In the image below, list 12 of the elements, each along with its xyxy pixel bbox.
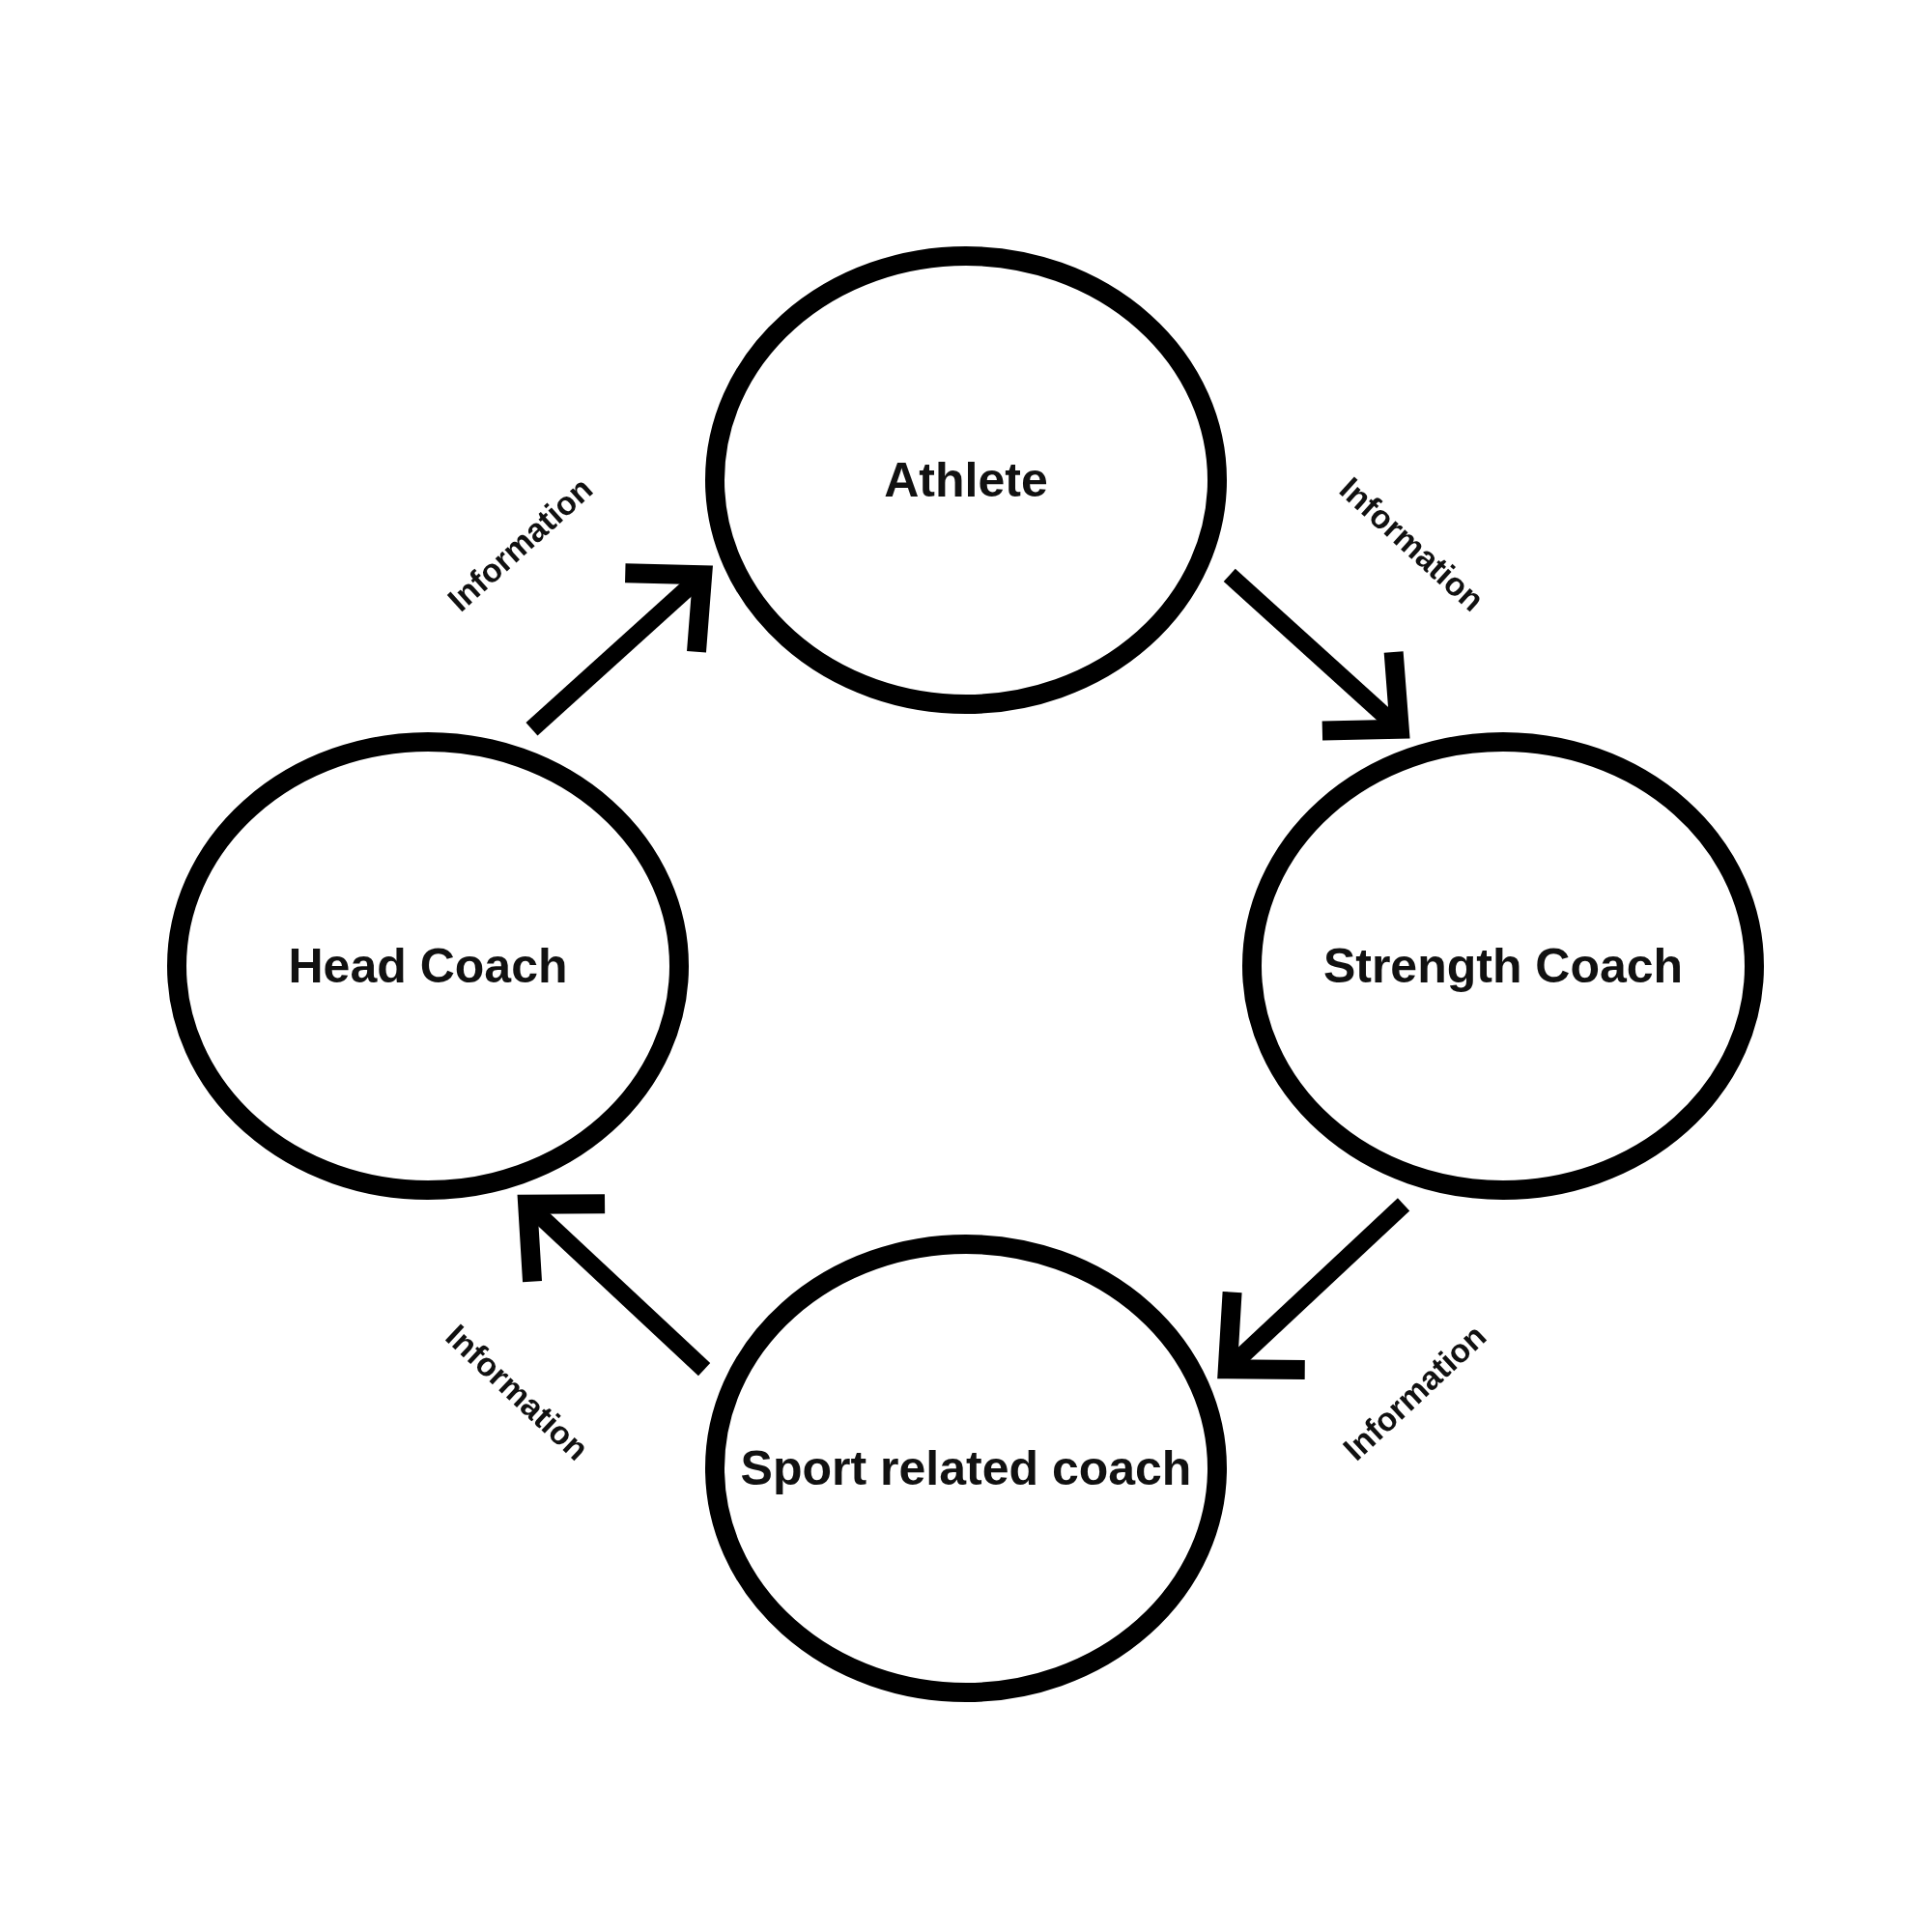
ellipse-node xyxy=(705,246,1227,714)
arrow xyxy=(1217,1198,1410,1379)
arrow xyxy=(526,563,713,736)
arrow xyxy=(518,1194,711,1377)
ellipse-node xyxy=(705,1235,1227,1702)
ellipse-node xyxy=(1242,732,1764,1200)
ellipse-node xyxy=(167,732,689,1200)
node-label: Strength Coach xyxy=(1322,938,1684,994)
arrow xyxy=(1223,568,1409,741)
node-label: Athlete xyxy=(884,452,1048,508)
node-label: Head Coach xyxy=(288,938,568,994)
node-label: Sport related coach xyxy=(740,1440,1192,1496)
